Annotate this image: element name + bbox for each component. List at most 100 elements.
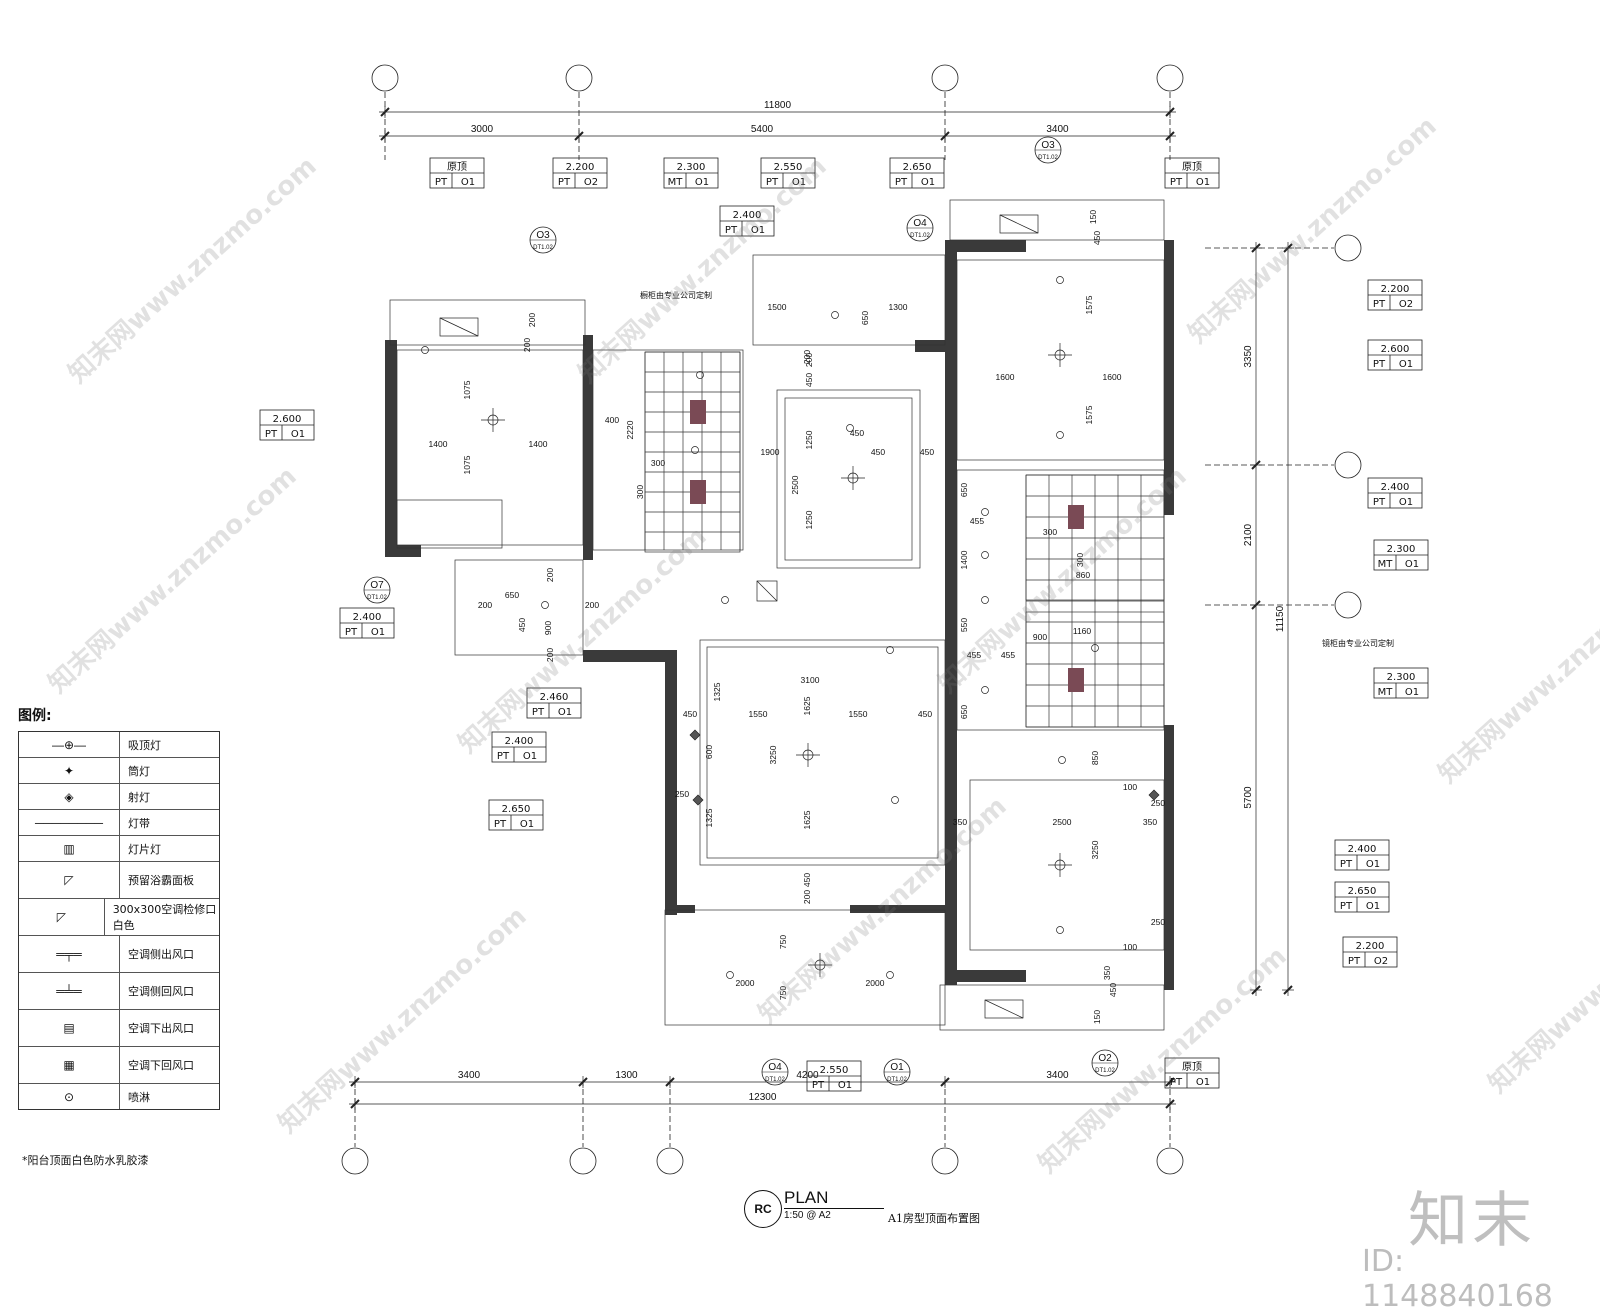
light-panel-icon: ▥	[19, 836, 120, 861]
height-tag-value: 原顶	[1182, 161, 1202, 173]
sprinkler	[831, 311, 839, 319]
inner-dimension-label: 900	[543, 621, 553, 635]
inner-dimension-label: 3250	[768, 745, 778, 764]
height-tag-value: 2.650	[502, 804, 531, 815]
sprinkler	[1056, 431, 1064, 439]
height-tag-code: O1	[1399, 359, 1413, 370]
ac-side-return-icon: ═╧═	[19, 973, 120, 1009]
inner-dimension-label: 200	[522, 338, 532, 352]
ceiling-outline	[784, 397, 913, 561]
right-total-dim-label: 11150	[1275, 605, 1286, 632]
inner-dimension-label: 250	[675, 789, 689, 799]
inner-dimension-label: 860	[1076, 570, 1090, 580]
axis-bubble	[569, 1147, 597, 1175]
legend-row: ═╤═空调侧出风口	[19, 936, 219, 973]
inner-dimension-label: 1625	[802, 696, 812, 715]
inner-dimension-label: 100	[1123, 942, 1137, 952]
legend-label: 空调侧出风口	[128, 948, 194, 961]
legend-row: ═╧═空调侧回风口	[19, 973, 219, 1010]
inner-dimension-label: 2500	[1053, 817, 1072, 827]
light-panel-fixture	[690, 480, 706, 504]
inner-dimension-label: 450	[918, 709, 932, 719]
inner-dimension-label: 750	[778, 986, 788, 1000]
section-number: O3	[536, 230, 550, 241]
inner-dimension-label: 200	[545, 648, 555, 662]
inner-dimension-label: 1075	[462, 380, 472, 399]
height-tag-material: MT	[668, 177, 684, 188]
inner-dimension-label: 150	[1092, 1010, 1102, 1024]
inner-dimension-label: 1160	[1073, 626, 1092, 636]
plan-title: PLAN	[784, 1188, 829, 1207]
height-tag-value: 2.460	[540, 692, 569, 703]
height-tag-material: PT	[895, 177, 908, 188]
wall-segment	[583, 335, 593, 560]
inner-dimension-label: 1900	[761, 447, 780, 457]
bath-heater-panel	[984, 999, 1024, 1019]
ac-access-hatch-icon: ◸	[19, 899, 105, 935]
inner-dimension-label: 455	[967, 650, 981, 660]
inner-dimension-label: 3250	[1090, 840, 1100, 859]
legend-row: ────────灯带	[19, 810, 219, 836]
spotlight	[692, 794, 704, 806]
light-panel-fixture	[1068, 668, 1084, 692]
ceiling-outline	[592, 349, 744, 551]
inner-dimension-label: 400	[605, 415, 619, 425]
inner-dimension-label: 350	[1143, 817, 1157, 827]
inner-dimension-label: 900	[1033, 632, 1047, 642]
legend-label: 喷淋	[128, 1090, 150, 1104]
axis-bubble	[371, 64, 399, 92]
ceiling-outline	[939, 984, 1165, 1031]
section-number: O1	[890, 1062, 904, 1073]
height-tag-material: PT	[1340, 901, 1353, 912]
height-tag-code: O1	[751, 225, 765, 236]
height-tag-material: PT	[494, 819, 507, 830]
legend-row: ◸预留浴霸面板	[19, 862, 219, 899]
section-sheet: DT1.02	[1038, 155, 1058, 161]
height-tag-value: 2.200	[566, 162, 595, 173]
axis-bubble	[931, 64, 959, 92]
inner-dimension-label: 150	[1088, 210, 1098, 224]
legend-label: 空调下出风口	[128, 1022, 194, 1035]
section-number: O2	[1098, 1053, 1112, 1064]
inner-dimension-label: 450	[871, 447, 885, 457]
ceiling-outline	[396, 499, 503, 549]
height-tag-value: 2.600	[273, 414, 302, 425]
inner-dimension-label: 750	[778, 935, 788, 949]
bath-heater-diagonal	[999, 214, 1039, 234]
ceiling-outline	[969, 779, 1165, 951]
height-tag-value: 2.300	[677, 162, 706, 173]
bath-heater-panel-icon: ◸	[19, 862, 120, 898]
rc-badge: RC	[744, 1190, 782, 1228]
height-tag-material: PT	[766, 177, 779, 188]
inner-dimension-label: 450	[802, 873, 812, 887]
inner-dimension-label: 2220	[625, 420, 635, 439]
bath-heater-panel	[439, 317, 479, 337]
inner-dimension-label: 1400	[959, 550, 969, 569]
height-tag-value: 2.300	[1387, 544, 1416, 555]
top-dim-label: 5400	[751, 124, 774, 135]
inner-dimension-label: 200	[478, 600, 492, 610]
section-sheet: DT1.02	[887, 1077, 907, 1083]
spotlight-icon: ◈	[19, 784, 120, 809]
height-tag-code: O2	[1374, 956, 1388, 967]
plan-name: A1房型顶面布置图	[888, 1212, 980, 1225]
inner-dimension-label: 200	[527, 313, 537, 327]
walls	[385, 240, 1174, 990]
sprinkler	[981, 686, 989, 694]
height-tag-code: O1	[1405, 687, 1419, 698]
axis-bubble	[341, 1147, 369, 1175]
inner-dimension-label: 450	[850, 428, 864, 438]
inner-dimension-label: 1400	[429, 439, 448, 449]
axis-bubble	[565, 64, 593, 92]
ceiling-outline	[454, 559, 584, 656]
height-tag-code: O1	[1196, 1077, 1210, 1088]
spotlight	[689, 729, 701, 741]
legend: 图例: —⊕—吸顶灯✦筒灯◈射灯────────灯带▥灯片灯◸预留浴霸面板◸30…	[18, 705, 220, 1110]
right-dim-label: 2100	[1243, 523, 1254, 546]
ceiling-light-icon: —⊕—	[19, 732, 120, 757]
height-tag-value: 2.400	[1381, 482, 1410, 493]
sprinkler	[1058, 756, 1066, 764]
inner-dimension-label: 455	[970, 516, 984, 526]
bath-heater-diagonal	[439, 317, 479, 337]
